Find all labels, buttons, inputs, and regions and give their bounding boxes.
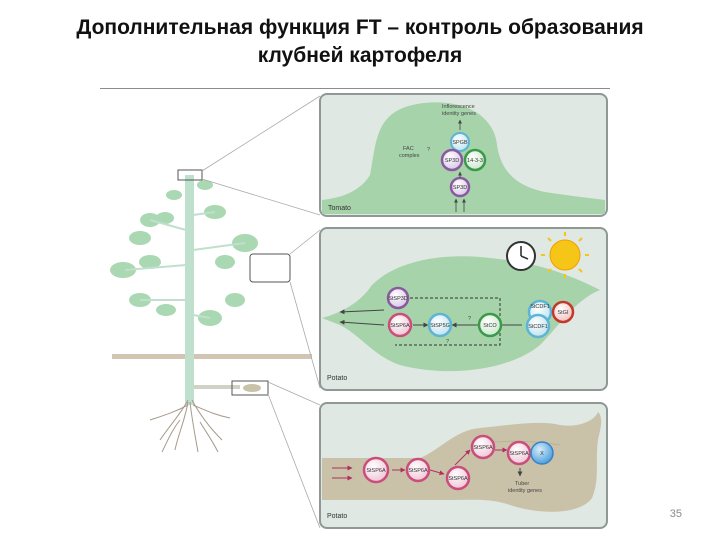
fac-label-2: complex bbox=[399, 153, 420, 159]
svg-text:X: X bbox=[540, 451, 544, 457]
svg-text:StCDF1: StCDF1 bbox=[528, 324, 548, 330]
node-stsp5g: StSP5G bbox=[429, 314, 451, 336]
svg-text:StSP6A: StSP6A bbox=[366, 468, 386, 474]
svg-text:StSP6A: StSP6A bbox=[473, 445, 493, 451]
svg-text:StSP6A: StSP6A bbox=[448, 476, 468, 482]
svg-text:StCDF1: StCDF1 bbox=[530, 304, 550, 310]
tomato-question-mark: ? bbox=[427, 147, 430, 153]
panel-tomato: Tomato Inflorescence identity genes FAC … bbox=[320, 94, 607, 216]
panel-leaf-label: Potato bbox=[327, 375, 347, 382]
node-stsp6a-tuber-3: StSP6A bbox=[447, 467, 469, 489]
node-stsp6a-leaf: StSP6A bbox=[389, 314, 411, 336]
node-14-3-3: 14-3-3 bbox=[465, 150, 485, 170]
node-sp3d-complex: SP3D bbox=[442, 150, 462, 170]
svg-text:StSP6A: StSP6A bbox=[390, 323, 410, 329]
plant-leaves bbox=[110, 180, 258, 326]
tuber-identity-label-1: Tuber bbox=[515, 481, 529, 487]
node-stsp6a-tuber-2: StSP6A bbox=[407, 459, 429, 481]
svg-text:StCO: StCO bbox=[483, 323, 497, 329]
panel-leaf: Potato ? ? StSP3D StSP6A StSP5G StCO bbox=[320, 228, 607, 390]
node-stsp6a-tuber-5: StSP6A bbox=[508, 442, 530, 464]
node-sp3d-bottom: SP3D bbox=[451, 178, 469, 196]
svg-text:14-3-3: 14-3-3 bbox=[467, 158, 483, 164]
plant-stem bbox=[185, 175, 194, 405]
node-stcdf-bottom: StCDF1 bbox=[527, 315, 549, 337]
node-stsp6a-tuber-4: StSP6A bbox=[472, 436, 494, 458]
potato-plant bbox=[110, 96, 320, 528]
fac-label-1: FAC bbox=[403, 146, 414, 152]
node-stgi: StGI bbox=[553, 302, 573, 322]
svg-text:StSP6A: StSP6A bbox=[408, 468, 428, 474]
svg-text:StSP6A: StSP6A bbox=[509, 451, 529, 457]
svg-text:StSP5G: StSP5G bbox=[430, 323, 450, 329]
tuber-identity-label-2: identity genes bbox=[508, 488, 542, 494]
small-tuber bbox=[243, 384, 261, 392]
panel-tuber: Potato StSP6A StSP6A StSP6A StSP6A bbox=[320, 403, 607, 528]
svg-text:SPGB: SPGB bbox=[452, 140, 468, 146]
node-stco: StCO bbox=[479, 314, 501, 336]
panel-tomato-label: Tomato bbox=[328, 205, 351, 212]
page-number: 35 bbox=[652, 508, 682, 520]
svg-text:SP3D: SP3D bbox=[453, 185, 467, 191]
node-spgb: SPGB bbox=[451, 133, 469, 151]
svg-text:StSP3D: StSP3D bbox=[388, 296, 408, 302]
node-x: X bbox=[531, 442, 553, 464]
node-stsp6a-tuber-1: StSP6A bbox=[364, 458, 388, 482]
leaf-question-1: ? bbox=[468, 316, 471, 322]
clock-icon bbox=[507, 242, 535, 270]
panel-tuber-label: Potato bbox=[327, 513, 347, 520]
leaf-question-2: ? bbox=[446, 339, 449, 345]
node-stsp3d: StSP3D bbox=[388, 288, 408, 308]
inflorescence-label-1: Inflorescence bbox=[442, 104, 475, 110]
svg-text:StGI: StGI bbox=[557, 310, 568, 316]
svg-text:SP3D: SP3D bbox=[445, 158, 459, 164]
inflorescence-label-2: identity genes bbox=[442, 111, 476, 117]
soil-line bbox=[112, 354, 312, 359]
zoom-box-leaf bbox=[250, 254, 290, 282]
plant-roots bbox=[150, 400, 230, 452]
